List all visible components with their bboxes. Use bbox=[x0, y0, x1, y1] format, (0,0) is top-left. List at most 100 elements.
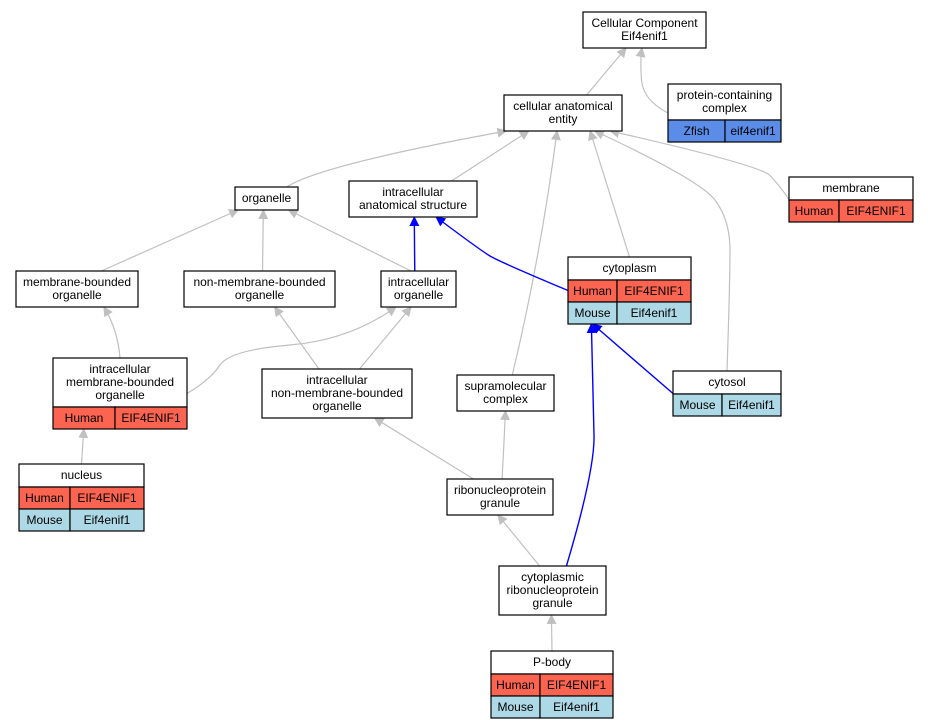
zfish-cell bbox=[724, 119, 782, 143]
mouse-cell-label: Eif4enif1 bbox=[553, 700, 600, 714]
human-cell-label: EIF4ENIF1 bbox=[547, 678, 607, 692]
edge-nucleus-to-imbo bbox=[78, 428, 89, 465]
mouse-cell-label: Mouse bbox=[26, 513, 62, 527]
edge-inmbo-to-nmbo bbox=[274, 306, 320, 370]
mouse-cell-label: Eif4enif1 bbox=[728, 398, 775, 412]
edge-imbo-to-io bbox=[186, 306, 397, 395]
edge-organelle-to-cae bbox=[286, 127, 508, 188]
node-imbo[interactable]: intracellularmembrane-boundedorganelleHu… bbox=[52, 357, 188, 430]
node-label-line: non-membrane-bounded bbox=[271, 386, 403, 400]
zfish-cell-label: Zfish bbox=[683, 124, 709, 138]
edge-cytoplasm-to-cae bbox=[588, 130, 631, 258]
node-label-line: membrane-bounded bbox=[23, 275, 131, 289]
node-title-box bbox=[498, 565, 607, 616]
node-label-line: organelle bbox=[312, 399, 362, 413]
node-label-line: complex bbox=[702, 101, 747, 115]
node-label-line: membrane bbox=[822, 181, 880, 195]
human-cell bbox=[838, 199, 914, 223]
edge-imbo-to-mbo bbox=[103, 306, 121, 359]
node-label-line: intracellular bbox=[89, 362, 150, 376]
mouse-cell bbox=[616, 301, 692, 325]
node-title-box bbox=[234, 186, 299, 211]
mouse-cell-label: Mouse bbox=[574, 306, 610, 320]
node-title-box bbox=[582, 11, 707, 49]
edge-cae-to-root bbox=[586, 47, 627, 96]
node-label-line: organelle bbox=[242, 191, 292, 205]
human-cell-label: Human bbox=[573, 284, 612, 298]
edge-pbody-to-crnpg bbox=[546, 614, 557, 652]
human-cell-label: EIF4ENIF1 bbox=[121, 411, 181, 425]
node-organelle[interactable]: organelle bbox=[234, 186, 299, 211]
edge-inmbo-to-io bbox=[359, 306, 412, 370]
node-title-box bbox=[667, 83, 782, 121]
edge-smc-to-cae bbox=[511, 130, 561, 376]
node-title-box bbox=[446, 478, 554, 516]
node-title-box bbox=[15, 270, 139, 308]
zfish-cell-label: eif4enif1 bbox=[730, 124, 776, 138]
mouse-cell bbox=[539, 695, 614, 719]
mouse-cell-label: Mouse bbox=[497, 700, 533, 714]
edge-rnpg-to-inmbo bbox=[373, 417, 474, 480]
node-label-line: cytoplasm bbox=[602, 261, 656, 275]
human-cell-label: Human bbox=[65, 411, 104, 425]
node-title-box bbox=[52, 357, 188, 408]
node-title-box bbox=[348, 180, 478, 218]
mouse-cell-label: Eif4enif1 bbox=[631, 306, 678, 320]
human-cell-label: Human bbox=[25, 491, 64, 505]
node-label-line: organelle bbox=[52, 288, 102, 302]
node-label-line: granule bbox=[480, 496, 520, 510]
node-label-line: cytosol bbox=[708, 375, 745, 389]
human-cell bbox=[114, 406, 188, 430]
node-label-line: cytoplasmic bbox=[521, 570, 584, 584]
node-label-line: P-body bbox=[533, 655, 571, 669]
edge-mbo-to-organelle bbox=[101, 209, 240, 272]
edge-io-to-organelle bbox=[287, 209, 412, 272]
mouse-cell-label: Mouse bbox=[679, 398, 715, 412]
node-label-line: ribonucleoprotein bbox=[506, 583, 598, 597]
node-label-line: intracellular bbox=[306, 373, 367, 387]
node-inmbo[interactable]: intracellularnon-membrane-boundedorganel… bbox=[261, 368, 413, 419]
node-title-box bbox=[503, 94, 623, 132]
edge-rnpg-to-smc bbox=[500, 410, 511, 480]
node-label-line: cellular anatomical bbox=[513, 99, 612, 113]
node-label-line: organelle bbox=[235, 288, 285, 302]
node-label-line: organelle bbox=[95, 388, 145, 402]
node-label-line: Eif4enif1 bbox=[621, 29, 668, 43]
edge-cytosol-to-cytoplasm bbox=[591, 323, 674, 395]
human-cell-label: Human bbox=[795, 204, 834, 218]
node-label-line: ribonucleoprotein bbox=[454, 483, 546, 497]
edge-ias-to-cae bbox=[451, 130, 530, 182]
edge-crnpg-to-rnpg bbox=[497, 514, 541, 567]
edges bbox=[78, 47, 790, 652]
node-label-line: intracellular bbox=[388, 275, 449, 289]
node-title-box bbox=[456, 374, 555, 412]
edge-crnpg-to-cytoplasm bbox=[565, 323, 597, 567]
mouse-cell-label: Eif4enif1 bbox=[84, 513, 131, 527]
node-label-line: non-membrane-bounded bbox=[193, 275, 325, 289]
node-label-line: supramolecular bbox=[464, 379, 546, 393]
human-cell-label: EIF4ENIF1 bbox=[77, 491, 137, 505]
human-cell-label: EIF4ENIF1 bbox=[846, 204, 906, 218]
node-label-line: protein-containing bbox=[677, 88, 772, 102]
human-cell-label: Human bbox=[496, 678, 535, 692]
edge-pcc-to-root bbox=[635, 47, 669, 114]
node-label-line: anatomical structure bbox=[359, 198, 467, 212]
edge-membrane-to-cae bbox=[609, 128, 790, 200]
